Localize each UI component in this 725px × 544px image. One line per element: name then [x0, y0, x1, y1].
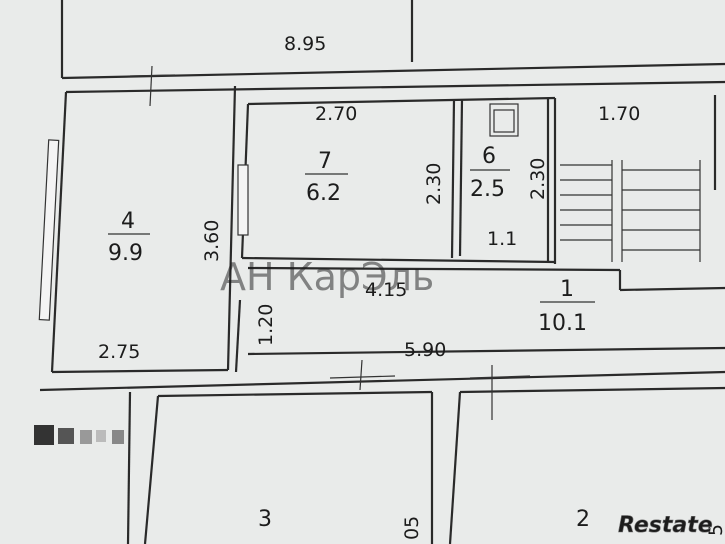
room4-number: 4 — [121, 209, 135, 234]
room2-number: 2 — [576, 507, 590, 532]
room1-area: 10.1 — [538, 311, 587, 336]
room7-area: 6.2 — [306, 181, 341, 206]
room4-area: 9.9 — [108, 241, 143, 266]
staircase — [560, 160, 701, 262]
dim-corridor-width: 4.15 — [365, 279, 407, 301]
room3-number: 3 — [258, 507, 272, 532]
sink-fixture — [489, 103, 519, 137]
room7-number: 7 — [318, 149, 332, 174]
room6-area: 2.5 — [470, 177, 505, 202]
dim-room3-side: 05 — [401, 516, 423, 540]
dim-room4-width: 2.75 — [98, 341, 140, 363]
dim-room6-width: 1.1 — [487, 228, 517, 250]
dim-top-width: 8.95 — [284, 33, 326, 55]
dim-room7-width: 2.70 — [315, 103, 357, 125]
windows — [38, 65, 531, 420]
dim-corridor-height: 1.20 — [255, 304, 277, 346]
dim-room4-height: 3.60 — [201, 220, 223, 262]
blurred-stamp — [34, 425, 124, 445]
dim-room2-side: 5 — [705, 524, 725, 536]
dim-hall-width: 5.90 — [404, 339, 446, 361]
logo: Restate — [618, 513, 713, 538]
room1-number: 1 — [560, 277, 574, 302]
dim-room6-height: 2.30 — [527, 158, 549, 200]
walls — [39, 0, 725, 544]
watermark: АН КарЭль — [220, 255, 434, 299]
dim-room7-height: 2.30 — [423, 163, 445, 205]
room6-number: 6 — [482, 144, 496, 169]
dim-stair-width: 1.70 — [598, 103, 640, 125]
